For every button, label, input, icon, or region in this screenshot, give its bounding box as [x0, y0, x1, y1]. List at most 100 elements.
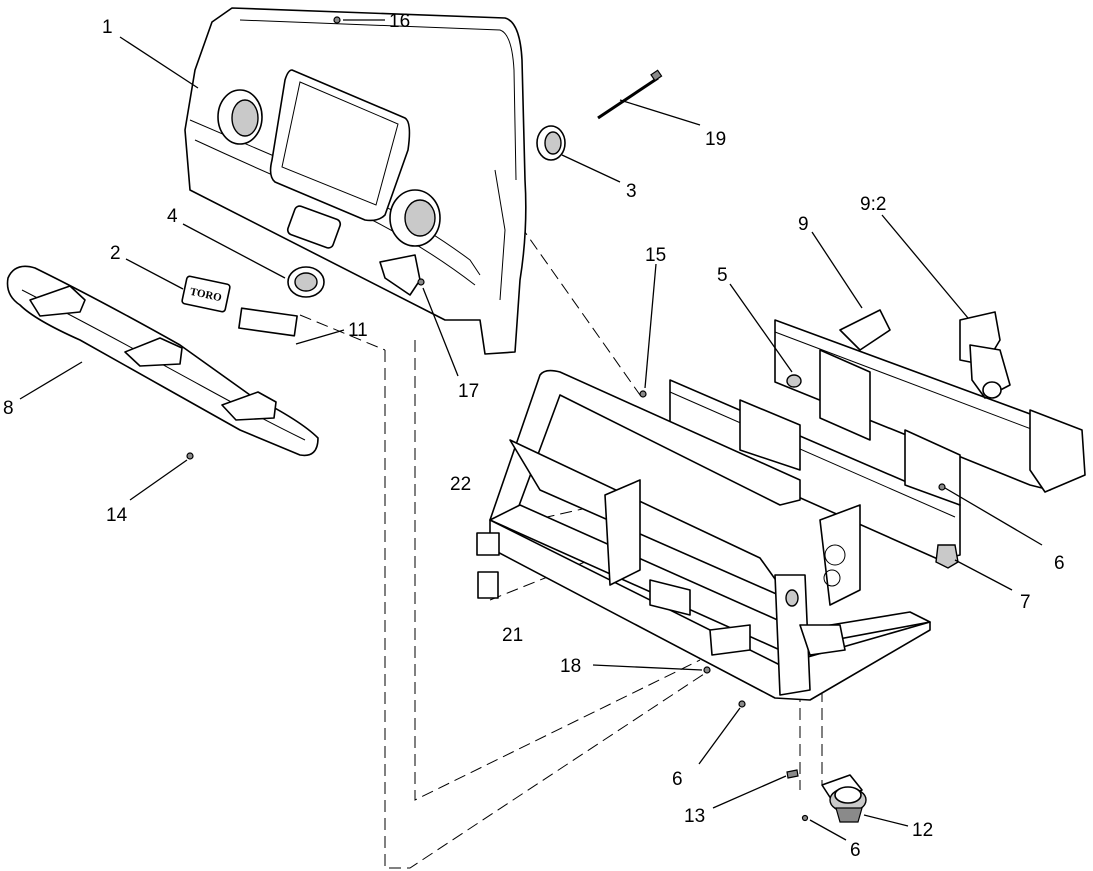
- rod-end: [650, 69, 663, 82]
- callout-22: 22: [450, 474, 471, 495]
- leader-5: [729, 283, 793, 373]
- callout-18: 18: [560, 656, 581, 677]
- gauge-bezel-3: [536, 125, 566, 161]
- tray-post: [774, 574, 811, 696]
- toro-decal-plate: [181, 275, 231, 313]
- ring-inner: [294, 272, 318, 292]
- leader-15: [644, 263, 657, 389]
- decal-22: [476, 532, 500, 556]
- frame-assembly-9: [669, 309, 1086, 561]
- tray-clip: [799, 624, 846, 656]
- nut-6-horn: [801, 814, 809, 822]
- leader-8: [19, 361, 83, 400]
- callout-numbers: 1 16 3 19 4 2 11 17 8 14 15 5 9 9:2 6 7 …: [3, 11, 1065, 861]
- leader-4: [182, 223, 286, 279]
- decal-recess: [286, 205, 342, 249]
- tray-frame-top: [489, 369, 801, 531]
- callout-19: 19: [705, 129, 726, 150]
- callout-1: 1: [102, 17, 113, 38]
- rod-body: [597, 76, 659, 120]
- nut-6-frame: [938, 483, 946, 491]
- tray-tab: [649, 579, 691, 616]
- callout-9: 9: [798, 214, 809, 235]
- display-window: [269, 69, 411, 222]
- frame-upright: [819, 349, 871, 441]
- dash-line-bumper: [384, 350, 711, 869]
- frame-rail-front-edge: [669, 391, 956, 518]
- gauge-hole-left-inner: [231, 99, 259, 137]
- gauge-hole-right-inner: [404, 199, 436, 237]
- leader-6-horn: [809, 819, 847, 841]
- rod-19: [597, 69, 663, 120]
- callout-5: 5: [717, 265, 728, 286]
- hood-top-edge: [239, 19, 517, 181]
- dash-line-decal: [414, 340, 701, 801]
- tray-bracket-right: [819, 504, 861, 606]
- callout-8: 8: [3, 398, 14, 419]
- bumper-stop-5: [786, 374, 802, 388]
- nut-6-lower: [738, 700, 746, 708]
- leader-6-frame: [944, 487, 1043, 546]
- dash-line-screw-15: [519, 224, 641, 396]
- hood-panel: [184, 7, 527, 355]
- bolt-18: [703, 666, 711, 674]
- pedal-pivot: [982, 381, 1002, 399]
- bolt-14: [186, 452, 194, 460]
- gauge-ring-4: [287, 266, 325, 298]
- display-inner: [281, 81, 399, 206]
- tray-hole: [824, 544, 846, 566]
- callout-15: 15: [645, 245, 666, 266]
- leader-6-lower: [698, 707, 741, 765]
- screw-15: [639, 390, 647, 398]
- leader-9: [811, 231, 863, 309]
- dash-line-decal-11: [299, 314, 386, 351]
- leader-2: [125, 258, 184, 290]
- callout-3: 3: [626, 181, 637, 202]
- bumper-bracket-left: [29, 285, 86, 317]
- callout-2: 2: [110, 243, 121, 264]
- callout-21: 21: [502, 625, 523, 646]
- tray-mount: [709, 624, 751, 656]
- leader-17: [422, 287, 459, 377]
- leader-19: [619, 99, 701, 126]
- frame-mount-left: [739, 399, 801, 471]
- callout-16: 16: [389, 11, 410, 32]
- callout-13: 13: [684, 806, 705, 827]
- bezel-inner: [544, 131, 562, 155]
- callout-11: 11: [348, 320, 368, 341]
- bumper-bracket-mid: [124, 337, 183, 367]
- callout-7: 7: [1020, 592, 1031, 613]
- tray-hole-2: [823, 569, 841, 587]
- callout-17: 17: [458, 381, 479, 402]
- callout-4: 4: [167, 206, 178, 227]
- callout-14: 14: [106, 505, 128, 526]
- tray-post-hole: [785, 589, 799, 607]
- horn-12: [821, 774, 867, 823]
- leader-13: [712, 775, 787, 809]
- leader-3: [561, 154, 621, 183]
- bolt-13: [786, 769, 799, 779]
- callout-6-frame: 6: [1054, 553, 1065, 574]
- screw-16-head: [333, 16, 341, 24]
- horn-base: [835, 807, 863, 823]
- rubber-foot-7: [935, 544, 959, 569]
- decal-21: [477, 571, 499, 599]
- floor-tray: [489, 369, 931, 701]
- frame-gusset: [904, 429, 961, 506]
- horn-cap: [834, 786, 862, 804]
- leader-18: [592, 664, 703, 671]
- leader-14: [129, 459, 188, 501]
- bumper-bracket-right: [221, 391, 277, 421]
- leader-12: [863, 814, 909, 827]
- screw-16: [333, 16, 341, 24]
- callout-6-lower: 6: [672, 769, 683, 790]
- hood-flange: [494, 169, 506, 301]
- leader-lines: [19, 19, 1043, 841]
- decal-11: [238, 307, 298, 337]
- fastener-17: [417, 278, 425, 286]
- callout-6-horn: 6: [850, 840, 861, 861]
- toro-decal-2: TORO: [181, 275, 231, 313]
- frame-end-plate: [1029, 409, 1086, 493]
- leader-7: [954, 559, 1013, 591]
